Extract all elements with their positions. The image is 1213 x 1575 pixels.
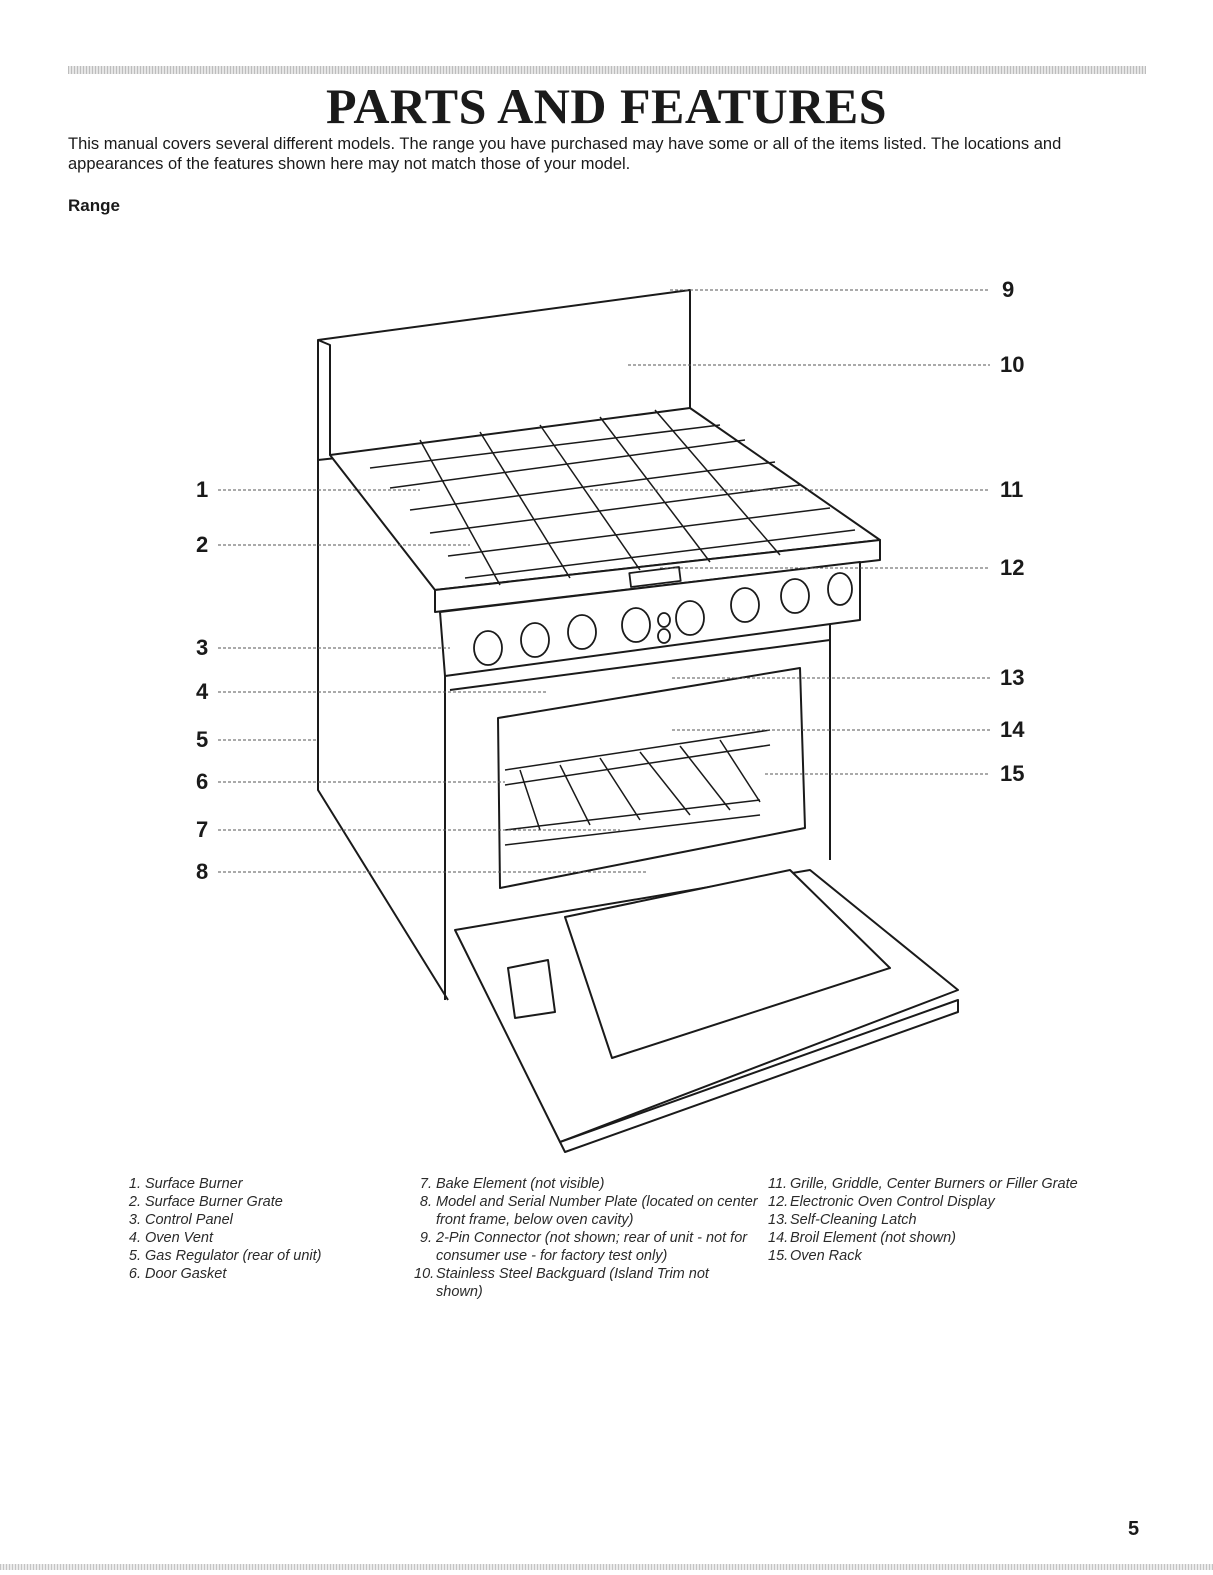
legend-column-3: 11.Grille, Griddle, Center Burners or Fi… [768, 1175, 1148, 1265]
callout-13: 13 [1000, 665, 1025, 690]
callout-10: 10 [1000, 352, 1025, 377]
bottom-rule [0, 1564, 1213, 1570]
callout-3: 3 [196, 635, 209, 660]
range-diagram [0, 240, 1213, 1160]
callout-15: 15 [1000, 761, 1025, 786]
legend-item: 14.Broil Element (not shown) [768, 1230, 957, 1246]
page-number: 5 [1128, 1518, 1140, 1540]
callout-9: 9 [1002, 277, 1015, 302]
callout-6: 6 [196, 769, 209, 794]
callout-leaders [218, 289, 990, 873]
callout-12: 12 [1000, 555, 1025, 580]
legend-item: 4.Oven Vent [128, 1230, 213, 1246]
legend-item: 10.Stainless Steel Backguard (Island Tri… [414, 1266, 709, 1300]
callout-4: 4 [196, 679, 209, 704]
legend-item: 6.Door Gasket [128, 1266, 227, 1282]
callout-8: 8 [196, 859, 209, 884]
legend-item: 5.Gas Regulator (rear of unit) [128, 1248, 322, 1264]
legend-item: 2.Surface Burner Grate [128, 1194, 283, 1210]
legend-item: 1.Surface Burner [128, 1176, 243, 1192]
legend-column-1: 1.Surface Burner 2.Surface Burner Grate … [123, 1175, 383, 1283]
top-rule [68, 66, 1146, 74]
page-title: PARTS AND FEATURES [325, 78, 888, 134]
legend-item: 3.Control Panel [128, 1212, 233, 1228]
legend-item: 13.Self-Cleaning Latch [768, 1212, 917, 1228]
callout-5: 5 [196, 727, 209, 752]
legend-item: 9.2-Pin Connector (not shown; rear of un… [419, 1230, 748, 1264]
legend-column-2: 7.Bake Element (not visible) 8.Model and… [414, 1175, 759, 1301]
legend-item: 15.Oven Rack [768, 1248, 862, 1264]
callout-2: 2 [196, 532, 209, 557]
callout-11: 11 [1000, 477, 1024, 502]
legend-item: 11.Grille, Griddle, Center Burners or Fi… [768, 1176, 1078, 1192]
intro-paragraph: This manual covers several different mod… [68, 135, 1062, 173]
callout-1: 1 [196, 477, 209, 502]
range-illustration [317, 289, 959, 1153]
legend-item: 7.Bake Element (not visible) [419, 1176, 605, 1192]
legend-item: 8.Model and Serial Number Plate (located… [419, 1194, 758, 1228]
callout-14: 14 [1000, 717, 1025, 742]
legend-item: 12.Electronic Oven Control Display [768, 1194, 995, 1210]
section-heading-range: Range [68, 196, 120, 215]
callout-7: 7 [196, 817, 209, 842]
